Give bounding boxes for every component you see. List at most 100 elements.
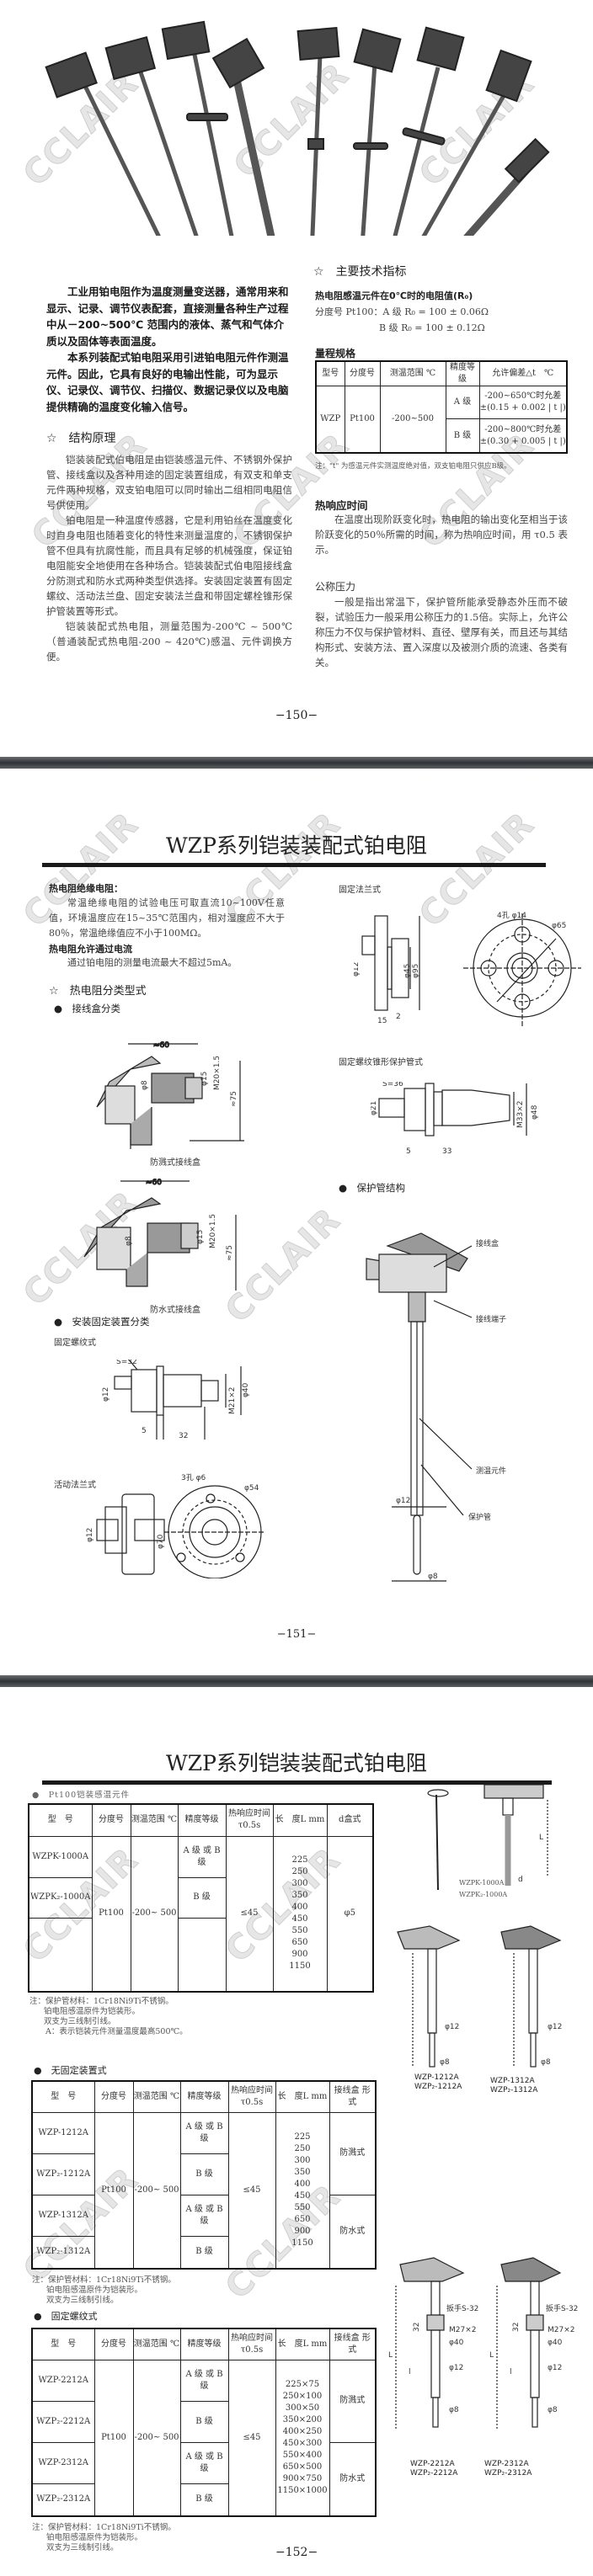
dim-wrench: 扳手S-32: [546, 2303, 578, 2313]
label-junction-box: 接线盒: [476, 1238, 499, 1248]
model-label: WZP-1312A: [490, 2077, 535, 2085]
grade-cell: B 级: [179, 2483, 229, 2517]
cone-tube-drawing: S=36 φ21 M33×2 φ48 5 33: [371, 1082, 539, 1156]
response-heading: 热响应时间: [315, 499, 368, 512]
tolerance-formula: ±(0.15 + 0.002 | t |): [479, 403, 566, 413]
sheathed-element-figure: L d: [427, 1784, 548, 1890]
header-cell: 热响应时间 τ0.5s: [225, 1803, 274, 1837]
dim-diameter: φ8: [541, 2058, 551, 2067]
model-label: WZPK₂-1000A: [459, 1891, 508, 1898]
grade-cell: B 级: [179, 2235, 229, 2270]
range-cell: -200~ 500: [132, 2111, 181, 2270]
dim-thread: M20×1.5: [213, 1056, 222, 1090]
tolerance-formula: ±(0.30 + 0.005 | t |): [479, 436, 566, 446]
header-cell: 长 度L mm: [275, 2328, 330, 2360]
model-cell: WZP₂-2312A: [31, 2483, 95, 2517]
range-heading: 量程规格: [315, 348, 356, 359]
table-row: [28, 1917, 373, 1993]
dim-length: 32: [512, 2323, 521, 2332]
pressure-heading: 公称压力: [315, 581, 356, 593]
insulation-heading: 热电阻绝缘电阻：: [49, 883, 123, 894]
empty-cell: [177, 1917, 227, 1993]
spec-heading: ☆ 主要技术指标: [313, 265, 407, 279]
dim-diameter: φ8: [548, 2406, 558, 2414]
model-label: WZPK-1000A: [459, 1879, 505, 1887]
dim-diameter: φ21: [371, 1101, 378, 1115]
header-cell: d盒式: [326, 1803, 374, 1837]
mount-heading: ● 安装固定装置分类: [54, 1316, 150, 1328]
length-value: 900×750: [282, 2473, 323, 2483]
thread-caption: 固定螺纹式: [54, 1339, 96, 1348]
dim-diameter: φ8: [449, 2406, 459, 2414]
grade-cell: B 级: [177, 1876, 227, 1919]
header-cell: 精度等级: [445, 360, 480, 386]
waterproof-box-drawing: ≈60 M20×1.5 φ15 ≈75 φ8: [83, 1178, 237, 1291]
length-value: 225×75: [285, 2379, 320, 2389]
label-tube: 保护管: [468, 1512, 491, 1522]
table-row: WZP₂-2312A B 级: [31, 2483, 376, 2517]
waterproof-box-caption: 防水式接线盒: [150, 1306, 200, 1315]
tube-heading: ● 保护管结构: [339, 1182, 406, 1194]
header-cell: 测温范围 ℃: [379, 360, 446, 386]
note-line: 铂电阻感温原件为铠装形。: [44, 2007, 141, 2016]
movable-flange-caption: 活动法兰式: [54, 1481, 96, 1490]
length-value: 550: [294, 2202, 311, 2212]
model-cell: WZP-2212A: [31, 2359, 95, 2402]
no-fixture-figures: φ12 φ8 φ12 φ8: [397, 1925, 562, 2068]
length-value: 550×400: [282, 2450, 323, 2460]
header-cell: 分度号: [91, 1803, 131, 1837]
header-cell: 测温范围 ℃: [132, 2080, 181, 2113]
response-text: 在温度出现阶跃变化时，热电阻的输出变化至相当于该阶跃变化的50％所需的时间，称为…: [315, 514, 568, 556]
types-heading: ☆ 热电阻分类型式: [49, 985, 147, 998]
splash-proof-box-drawing: ≈60 M20×1.5 φ15 ≈75 φ8: [96, 1041, 244, 1149]
note-line: 铂电阻感温原件为铠装形。: [46, 2533, 143, 2542]
note-line: 双支为三线制引线。: [46, 2543, 119, 2552]
splash-box-caption: 防溅式接线盒: [150, 1158, 200, 1168]
model-cell: WZP-1312A: [31, 2194, 95, 2237]
dim-diameter: φ12: [449, 2364, 463, 2372]
dim-holes: 3孔 φ6: [181, 1473, 206, 1482]
dim-length: 32: [179, 1432, 188, 1440]
box-type-cell: 防水式: [329, 2441, 377, 2517]
dim-diameter: φ12: [86, 1528, 94, 1542]
dim-width: ≈60: [153, 1041, 169, 1050]
header-cell: 分度号: [93, 2328, 134, 2360]
length-value: 450: [294, 2190, 311, 2201]
fixed-flange-caption: 固定法兰式: [339, 886, 381, 895]
page-separator: [0, 757, 593, 769]
cone-caption: 固定螺纹锥形保护管式: [339, 1058, 423, 1067]
dim-thread: M21×2: [228, 1387, 237, 1414]
length-value: 300×50: [285, 2403, 320, 2413]
length-value: 1150: [291, 2238, 313, 2248]
length-value: 400×250: [282, 2426, 323, 2436]
grade-cell: A 级: [445, 385, 480, 420]
length-value: 250×100: [282, 2391, 323, 2401]
model-label: WZP-2212A: [410, 2460, 455, 2468]
table-row: WZPK-1000A Pt100 -200~ 500 A 级 或 B 级 ≤45…: [28, 1835, 374, 1993]
length-value: 225: [291, 1855, 308, 1865]
note-line: 双支为三线制引线。: [44, 2017, 116, 2026]
page-title: WZP系列铠装装配式铂电阻: [166, 1751, 427, 1775]
structure-heading: ☆ 结构原理: [46, 432, 116, 445]
time-cell: ≤45: [227, 2111, 276, 2270]
table-header-row: 型号 分度号 测温范围 ℃ 精度等级 允许偏差△t ℃: [315, 360, 568, 386]
intro-paragraph: 工业用铂电阻作为温度测量变送器，通常用来和显示、记录、调节仪表配套，直接测量各种…: [46, 285, 289, 348]
range-cell: -200~ 500: [132, 2359, 181, 2517]
length-value: 550: [291, 1926, 308, 1936]
length-value: 450×300: [282, 2438, 323, 2448]
length-value: 1150×1000: [277, 2485, 328, 2495]
dim-width: ≈60: [146, 1179, 162, 1187]
length-value: 900: [291, 1950, 308, 1960]
label-terminal: 接线端子: [476, 1314, 506, 1324]
page-number: −150−: [275, 709, 318, 722]
dim-length: 32: [413, 2323, 421, 2332]
model-cell: WZP₂-2212A: [31, 2400, 95, 2443]
dim-length: 15: [377, 1017, 387, 1025]
dim-diameter: φ8: [125, 1236, 133, 1246]
